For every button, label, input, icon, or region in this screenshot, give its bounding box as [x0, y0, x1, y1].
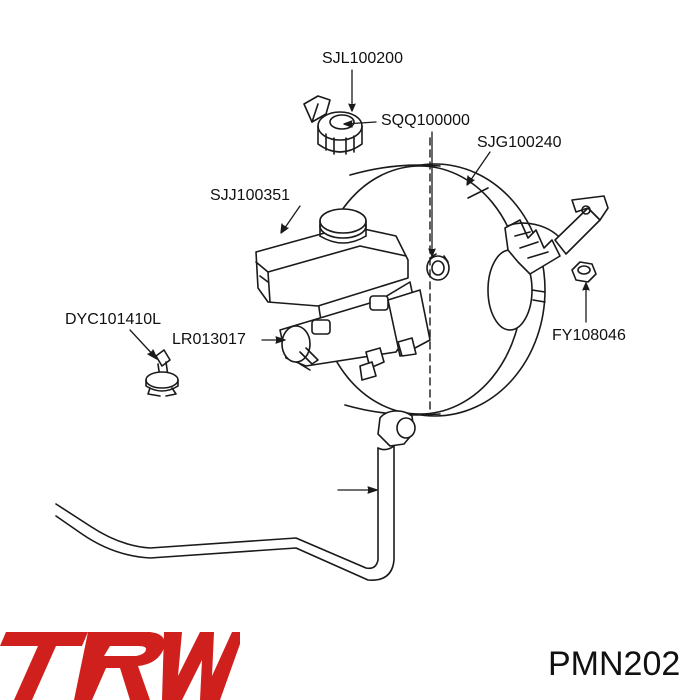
check-valve-grommet	[426, 253, 450, 281]
mounting-nut	[531, 261, 597, 303]
vacuum-hose	[55, 410, 416, 581]
leader-lines	[129, 69, 590, 494]
reservoir-cap	[303, 95, 363, 155]
callout-sjj100351: SJJ100351	[210, 187, 291, 204]
callout-sjl100200: SJL100200	[322, 50, 403, 67]
callout-sqq100000: SQQ100000	[381, 112, 470, 129]
part-number: PMN202	[548, 645, 681, 683]
flange-bolt	[145, 349, 179, 397]
push-rod-clevis	[504, 195, 609, 275]
callout-sjg100240: SJG100240	[477, 134, 562, 151]
callout-dyc101410l: DYC101410L	[65, 311, 162, 328]
fluid-reservoir	[255, 208, 409, 307]
master-cylinder	[279, 281, 431, 381]
callout-lr013017: LR013017	[172, 331, 246, 348]
callout-fy108046: FY108046	[552, 327, 626, 344]
trw-logo	[0, 632, 240, 700]
